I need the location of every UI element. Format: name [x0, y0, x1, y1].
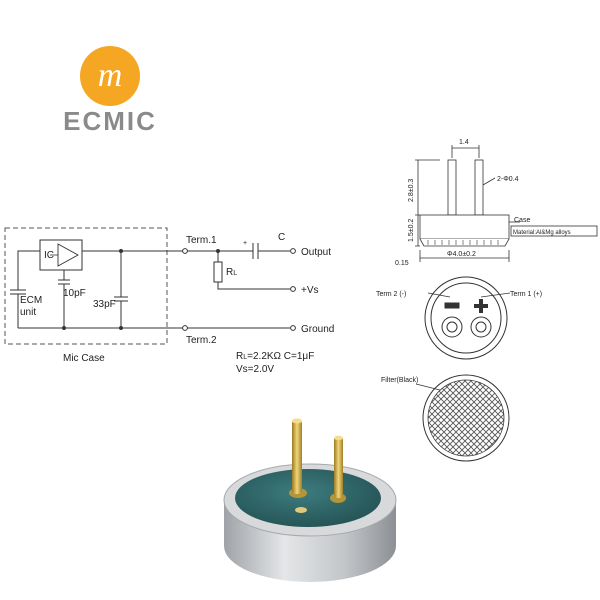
cap-33pf-symbol — [114, 296, 128, 302]
resistor-rl-symbol — [213, 261, 223, 283]
terminal-labels: Term 2 (-) Term 1 (+) — [376, 291, 542, 298]
spec-vs: Vs=2.0V — [236, 364, 274, 375]
minus-icon — [444, 302, 460, 309]
photo-pin-left — [292, 420, 302, 494]
vs-label: +Vs — [301, 285, 319, 296]
term1-label: Term.1 — [186, 235, 217, 246]
term1-plus-label: Term 1 (+) — [510, 291, 542, 298]
mic-body-side — [419, 214, 510, 240]
ecm-label-line1: ECM — [20, 295, 42, 306]
schematic-labels: IC 10pF 33pF ECM unit Mic Case Term.1 Te… — [20, 232, 334, 375]
right-pin — [474, 159, 484, 216]
cap-plus-sign: + — [243, 240, 247, 247]
logo-mark-letter: m — [98, 57, 123, 94]
product-photo — [223, 418, 397, 582]
filter-label: Filter(Black) — [381, 377, 418, 384]
brand-logo: m ECMIC — [63, 46, 157, 136]
bottom-view-terminals — [424, 276, 511, 360]
ic-box — [39, 239, 83, 271]
photo-pin-right — [334, 437, 343, 498]
term2-label: Term.2 — [186, 335, 217, 346]
diameter-dim: Φ4.0±0.2 — [447, 251, 476, 258]
filter-mesh — [427, 379, 505, 457]
pin-spacing-dim: 1.4 — [459, 139, 469, 146]
filter-view: Filter(Black) — [381, 374, 510, 462]
term2-minus-label: Term 2 (-) — [376, 291, 406, 298]
ground-label: Ground — [301, 324, 334, 335]
circuit-schematic — [4, 227, 290, 345]
cap-10pf-symbol — [58, 279, 70, 285]
body-height-dim: 1.5±0.2 — [408, 219, 415, 242]
mic-case-label: Mic Case — [63, 353, 105, 364]
spec-rl-c: RL=2.2KΩ C=1μF — [236, 351, 314, 362]
material-label: Material:Al&Mg alloys — [513, 230, 571, 236]
base-offset-dim: 0.15 — [395, 260, 409, 267]
amplifier-icon — [57, 243, 79, 267]
pin-diameter-dim: 2-Φ0.4 — [497, 176, 519, 183]
schematic-nodes — [62, 248, 296, 331]
rl-label: RL — [226, 267, 237, 278]
ecm-label-line2: unit — [20, 307, 36, 318]
ecm-capacitor-symbol — [10, 289, 26, 295]
left-pin — [447, 159, 457, 216]
case-label: Case — [514, 217, 530, 224]
cap-33pf-label: 33pF — [93, 299, 116, 310]
mic-pcb — [235, 469, 381, 527]
pin-height-dim: 2.8±0.3 — [408, 179, 415, 202]
ic-label: IC — [44, 250, 54, 261]
logo-brand-text: ECMIC — [63, 106, 157, 136]
side-dimension-drawing — [415, 145, 598, 262]
cap-c-symbol — [252, 243, 259, 259]
output-label: Output — [301, 247, 331, 258]
mic-case-outline — [4, 227, 168, 345]
plus-icon — [474, 299, 488, 313]
cap-10pf-label: 10pF — [63, 288, 86, 299]
logo-circle-icon — [80, 46, 140, 106]
cap-c-label: C — [278, 232, 285, 243]
side-dimension-labels: 1.4 2.8±0.3 1.5±0.2 2-Φ0.4 Case Material… — [395, 139, 571, 267]
